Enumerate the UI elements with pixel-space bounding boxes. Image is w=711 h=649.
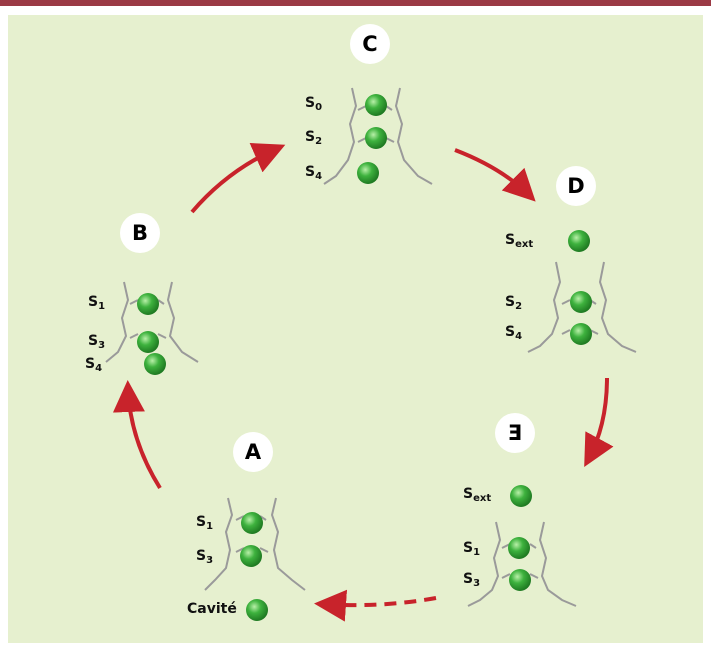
ion-e-3 bbox=[509, 569, 531, 591]
site-label-c-3: S4 bbox=[305, 164, 323, 182]
arrow-a-to-b bbox=[112, 380, 162, 490]
site-label-b-1: S1 bbox=[88, 294, 106, 312]
site-label-a-3: Cavité bbox=[187, 601, 237, 617]
ion-d-2 bbox=[570, 291, 592, 313]
site-label-e-2: S1 bbox=[463, 540, 481, 558]
ion-e-1 bbox=[510, 485, 532, 507]
state-badge-a: A bbox=[233, 432, 273, 472]
site-label-c-1: S0 bbox=[305, 95, 323, 113]
arrow-c-to-d bbox=[454, 148, 536, 202]
filter-structure-c bbox=[323, 87, 433, 185]
site-label-a-2: S3 bbox=[196, 548, 214, 566]
site-label-d-2: S2 bbox=[505, 294, 523, 312]
ion-c-2 bbox=[365, 127, 387, 149]
ion-c-1 bbox=[365, 94, 387, 116]
state-badge-d: D bbox=[556, 166, 596, 206]
state-badge-b: B bbox=[120, 213, 160, 253]
ion-d-1 bbox=[568, 230, 590, 252]
arrow-d-to-e bbox=[584, 377, 614, 468]
filter-structure-a bbox=[204, 497, 306, 591]
filter-structure-d bbox=[527, 261, 637, 353]
ion-b-2 bbox=[137, 331, 159, 353]
site-label-d-3: S4 bbox=[505, 324, 523, 342]
ion-e-2 bbox=[508, 537, 530, 559]
site-label-b-2: S3 bbox=[88, 333, 106, 351]
ion-a-3 bbox=[246, 599, 268, 621]
site-label-e-3: S3 bbox=[463, 571, 481, 589]
top-bar bbox=[0, 0, 711, 6]
ion-d-3 bbox=[570, 323, 592, 345]
ion-b-3 bbox=[144, 353, 166, 375]
ion-a-2 bbox=[240, 545, 262, 567]
filter-structure-e bbox=[467, 521, 577, 607]
ion-b-1 bbox=[137, 293, 159, 315]
arrow-e-to-a bbox=[314, 589, 437, 622]
site-label-d-1: Sext bbox=[505, 232, 534, 250]
arrow-b-to-c bbox=[190, 143, 286, 214]
ion-a-1 bbox=[241, 512, 263, 534]
site-label-e-1: Sext bbox=[463, 486, 492, 504]
ion-c-3 bbox=[357, 162, 379, 184]
filter-structure-b bbox=[105, 281, 199, 363]
site-label-a-1: S1 bbox=[196, 514, 214, 532]
site-label-b-3: S4 bbox=[85, 356, 103, 374]
state-badge-e: E bbox=[495, 413, 535, 453]
state-badge-c: C bbox=[350, 24, 390, 64]
site-label-c-2: S2 bbox=[305, 129, 323, 147]
